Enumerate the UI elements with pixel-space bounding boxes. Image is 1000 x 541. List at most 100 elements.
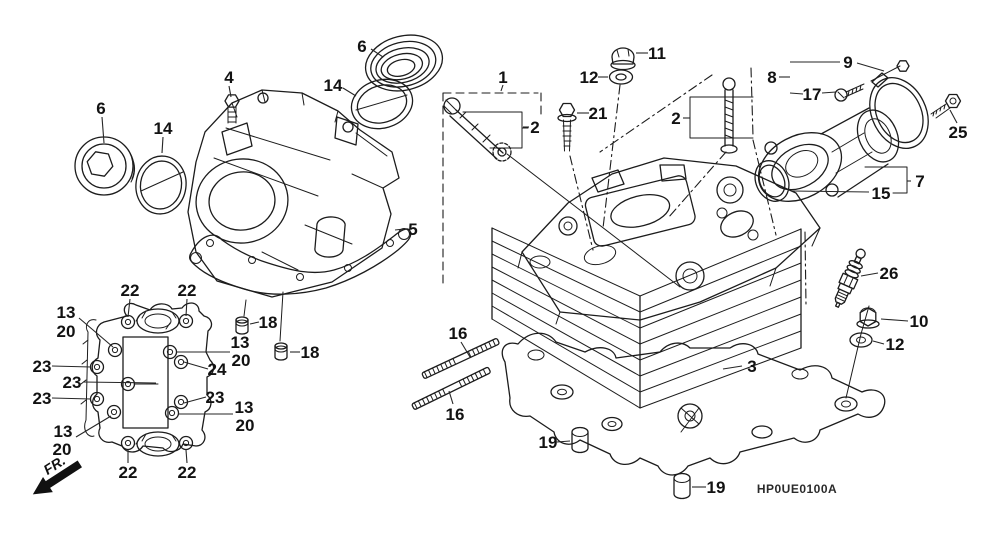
- leader-line: [183, 361, 209, 370]
- callout-10: 10: [910, 312, 929, 331]
- bolt-hole-center: [93, 395, 101, 403]
- bolt-hole: [120, 314, 136, 330]
- leader-line: [556, 440, 571, 443]
- callout-6: 6: [96, 99, 105, 118]
- bolt-hole-center: [177, 398, 185, 406]
- part-14-oring-top-drawing: [350, 78, 414, 130]
- leader-line: [78, 317, 114, 348]
- bolt-hole-center: [168, 409, 176, 417]
- callout-22: 22: [178, 463, 197, 482]
- part-4-bolt-drawing: [224, 94, 240, 124]
- part-cover-drawing: [187, 89, 400, 298]
- leader-line: [460, 341, 471, 358]
- leader-line: [51, 365, 92, 368]
- callout-17: 17: [803, 85, 822, 104]
- bolt-hole-center: [93, 363, 101, 371]
- callout-16: 16: [446, 405, 465, 424]
- leader-line: [500, 84, 504, 92]
- callout-6: 6: [357, 37, 366, 56]
- leader-line: [183, 396, 207, 404]
- bolt-hole: [120, 376, 136, 392]
- callout-23: 23: [63, 373, 82, 392]
- part-12-washer-top-drawing: [608, 69, 634, 85]
- callout-15: 15: [872, 184, 891, 203]
- diagram-code: HP0UE0100A: [757, 482, 837, 496]
- part-cover-plate-drawing: [80, 302, 215, 457]
- leader-line: [82, 381, 157, 384]
- callout-20: 20: [57, 322, 76, 341]
- bolt-hole: [178, 313, 194, 329]
- callout-5: 5: [408, 220, 417, 239]
- callout-7: 7: [915, 172, 924, 191]
- part-16-studs-drawing: [411, 338, 500, 410]
- bolt-hole: [162, 344, 178, 360]
- callout-20: 20: [236, 416, 255, 435]
- bolt-hole: [106, 404, 122, 420]
- callout-13: 13: [54, 422, 73, 441]
- callout-19: 19: [539, 433, 558, 452]
- part-12-washer-bottom-drawing: [849, 332, 873, 348]
- part-18-bushing-lower-drawing: [274, 342, 288, 361]
- callout-14: 14: [324, 76, 343, 95]
- leader-line: [101, 116, 105, 144]
- callout-18: 18: [301, 343, 320, 362]
- leader-line: [228, 85, 232, 98]
- bolt-hole-center: [111, 346, 119, 354]
- callout-13: 13: [231, 333, 250, 352]
- stud-drawing: [411, 366, 491, 410]
- part-10-nut-drawing: [856, 307, 880, 329]
- part-6-cap-left-drawing: [74, 136, 136, 196]
- callout-1: 1: [498, 68, 507, 87]
- leader-line: [856, 62, 885, 72]
- callout-13: 13: [235, 398, 254, 417]
- bolt-hole-center: [124, 439, 132, 447]
- leader-line: [161, 136, 164, 154]
- bolt-hole-center: [110, 408, 118, 416]
- leader-line: [342, 87, 357, 97]
- part-2-valve-right-drawing: [720, 77, 738, 154]
- part-19-cap-right-drawing: [673, 472, 691, 500]
- callout-14: 14: [154, 119, 173, 138]
- callout-22: 22: [121, 281, 140, 300]
- bolt-hole: [173, 354, 189, 370]
- leader-line: [448, 390, 454, 405]
- leader-line: [370, 48, 384, 58]
- leader-line: [249, 321, 260, 325]
- callout-3: 3: [747, 357, 756, 376]
- bolt-hole-center: [166, 348, 174, 356]
- part-15-oring-drawing: [754, 160, 790, 202]
- part-11-nut-drawing: [610, 47, 636, 71]
- callout-23: 23: [33, 389, 52, 408]
- leader-line: [789, 92, 804, 95]
- leader-line: [791, 190, 870, 193]
- callout-12: 12: [580, 68, 599, 87]
- fin-edges: [491, 227, 802, 409]
- callout-11: 11: [648, 44, 666, 63]
- part-9-band-drawing: [869, 60, 929, 149]
- bolt-hole: [164, 405, 180, 421]
- bolt-hole: [173, 394, 189, 410]
- leader-line: [949, 109, 958, 124]
- leader-line: [75, 415, 112, 438]
- bolt-hole-center: [124, 318, 132, 326]
- part-6-cap-top-drawing: [364, 34, 444, 92]
- callout-18: 18: [259, 313, 278, 332]
- callout-12: 12: [886, 335, 905, 354]
- callout-13: 13: [57, 303, 76, 322]
- part-25-bolt-drawing: [930, 93, 962, 119]
- bolt-hole: [120, 435, 136, 451]
- leader-line: [821, 91, 837, 94]
- bolt-hole-center: [124, 380, 132, 388]
- callout-2: 2: [671, 109, 680, 128]
- callout-23: 23: [33, 357, 52, 376]
- callout-16: 16: [449, 324, 468, 343]
- bolt-hole: [107, 342, 123, 358]
- leader-line: [860, 272, 879, 277]
- part-14-oring-left-drawing: [135, 155, 187, 215]
- assembly-dashed-lines: [243, 67, 870, 399]
- bolt-hole-center: [177, 358, 185, 366]
- part-21-bolt-drawing: [557, 102, 577, 152]
- part-3-gasket-drawing: [501, 332, 886, 476]
